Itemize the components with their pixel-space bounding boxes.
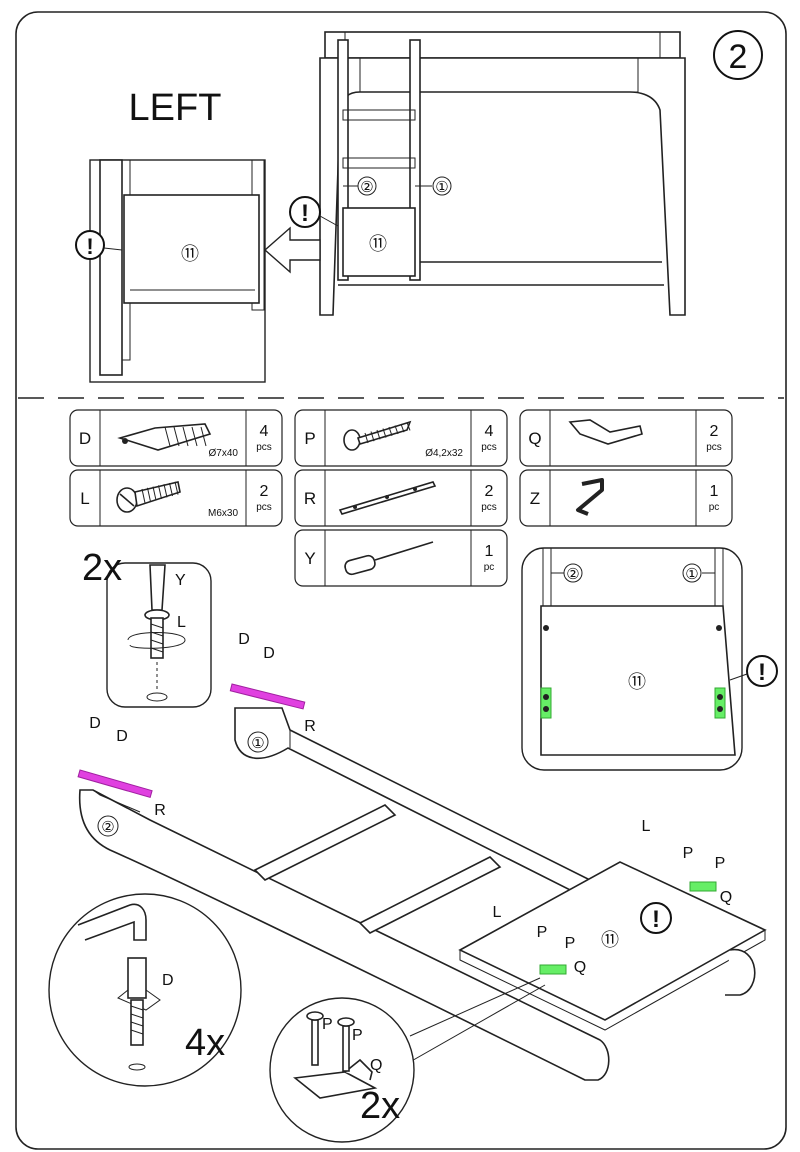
- part-letter: R: [304, 489, 316, 508]
- callout-11-top: ⑪: [369, 234, 387, 254]
- label-L-1: L: [493, 904, 502, 921]
- step-badge: 2: [713, 30, 763, 80]
- wood-screw-icon: [343, 420, 412, 451]
- bracket-screw-label-1: P: [322, 1016, 333, 1033]
- part-card-P: P Ø4,2x32 4 pcs: [294, 409, 508, 467]
- label-L-2: L: [642, 818, 651, 835]
- part-letter: L: [80, 489, 89, 508]
- callout-11-board: ⑪: [628, 672, 646, 692]
- label-D-1: D: [89, 715, 101, 732]
- dowel-qty-label: 4x: [185, 1022, 225, 1064]
- part-unit: pcs: [256, 502, 272, 513]
- part-unit: pc: [484, 562, 495, 573]
- label-R-2: R: [304, 718, 316, 735]
- part-spec: Ø4,2x32: [425, 448, 463, 459]
- label-Q-1: Q: [574, 959, 586, 976]
- part-letter: Q: [528, 429, 541, 448]
- part-qty: 2: [485, 483, 494, 500]
- part-card-D: D Ø7x40 4 pcs: [69, 409, 283, 467]
- bracket-qty-label: 2x: [360, 1085, 400, 1127]
- dowel-label: D: [162, 972, 174, 989]
- label-P-1: P: [537, 924, 548, 941]
- part-unit: pcs: [256, 442, 272, 453]
- board-detail: ⑪ ② ① !: [521, 547, 778, 771]
- ladder-assembly: ⑪ D D D D R R L L P P P P Q Q ① ② !: [77, 631, 767, 1081]
- part-card-Y: Y 1 pc: [294, 529, 508, 587]
- bolt-label: L: [177, 614, 186, 631]
- bracket-detail: P P Q 2x: [269, 977, 546, 1143]
- bolt-detail: 2x Y L: [82, 547, 212, 708]
- part-letter: Z: [530, 489, 540, 508]
- angle-bracket-icon: [568, 419, 643, 445]
- part-letter: P: [304, 429, 315, 448]
- part-card-R: R 2 pcs: [294, 469, 508, 527]
- bolt-qty-label: 2x: [82, 547, 122, 589]
- callout-2-board: ②: [566, 566, 579, 583]
- label-R-1: R: [154, 802, 166, 819]
- part-unit: pc: [709, 502, 720, 513]
- part-qty: 4: [485, 423, 494, 440]
- callout-1-assembly: ①: [251, 735, 264, 752]
- label-D-2: D: [116, 728, 128, 745]
- part-card-Z: Z 1 pc: [519, 469, 733, 527]
- bolt-icon: [116, 481, 181, 513]
- callout-11-assembly: ⑪: [601, 930, 619, 950]
- warning-icon-detail: !: [86, 234, 93, 259]
- part-unit: pcs: [481, 502, 497, 513]
- part-spec: M6x30: [208, 508, 238, 519]
- left-arrow-icon: [263, 226, 321, 274]
- part-unit: pcs: [481, 442, 497, 453]
- dowel-detail: D 4x: [48, 893, 242, 1087]
- callout-1-top: ①: [435, 179, 448, 196]
- part-card-Q: Q 2 pcs: [519, 409, 733, 467]
- label-P-4: P: [715, 855, 726, 872]
- warning-icon: !: [301, 200, 309, 227]
- label-Q-2: Q: [720, 889, 732, 906]
- label-P-2: P: [565, 935, 576, 952]
- bed-front-view: ⑪ ② ① !: [263, 31, 686, 316]
- label-D-3: D: [238, 631, 250, 648]
- callout-11-detail: ⑪: [181, 244, 199, 264]
- part-card-L: L M6x30 2 pcs: [69, 469, 283, 527]
- label-P-3: P: [683, 845, 694, 862]
- screwdriver-icon: [344, 541, 434, 576]
- part-spec: Ø7x40: [209, 448, 239, 459]
- warning-icon-board: !: [758, 659, 766, 686]
- part-letter: D: [79, 429, 91, 448]
- step-number: 2: [729, 38, 748, 76]
- part-letter: Y: [304, 549, 315, 568]
- callout-2-assembly: ②: [101, 819, 114, 836]
- tool-label: Y: [175, 572, 186, 589]
- part-qty: 2: [260, 483, 269, 500]
- metal-strip-icon: [338, 481, 437, 515]
- bracket-label: Q: [370, 1057, 382, 1074]
- part-qty: 4: [260, 423, 269, 440]
- part-qty: 1: [710, 483, 719, 500]
- callout-1-board: ①: [685, 566, 698, 583]
- warning-icon-assembly: !: [652, 906, 660, 933]
- label-D-4: D: [263, 645, 275, 662]
- dowel-screw-icon: [117, 423, 212, 451]
- bracket-screw-label-2: P: [352, 1027, 363, 1044]
- side-label: LEFT: [129, 87, 222, 129]
- part-qty: 1: [485, 543, 494, 560]
- part-unit: pcs: [706, 442, 722, 453]
- left-detail-box: ⑪ !: [75, 159, 266, 383]
- part-qty: 2: [710, 423, 719, 440]
- callout-2-top: ②: [360, 179, 373, 196]
- allen-key-icon: [576, 478, 604, 516]
